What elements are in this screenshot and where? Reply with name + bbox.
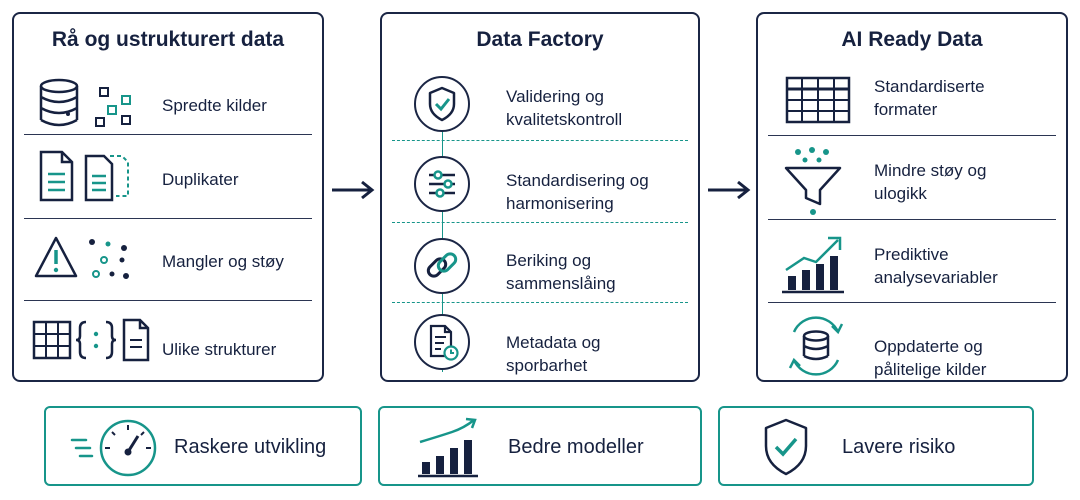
table-icon bbox=[785, 76, 851, 124]
item-label-line2: ulogikk bbox=[874, 184, 927, 203]
step-circle bbox=[414, 238, 470, 294]
document-clock-icon bbox=[429, 324, 459, 361]
step-label-line1: Standardisering og bbox=[506, 171, 649, 190]
step-circle bbox=[414, 76, 470, 132]
divider bbox=[24, 300, 312, 301]
divider bbox=[392, 222, 688, 223]
divider bbox=[392, 140, 688, 141]
list-item: Duplikater bbox=[14, 138, 322, 218]
funnel-icon bbox=[784, 147, 842, 215]
data-factory-panel: Data Factory Validering og kvalitetskont… bbox=[380, 12, 700, 382]
divider bbox=[24, 134, 312, 135]
item-label-line1: Mindre støy og bbox=[874, 161, 987, 180]
process-step: Validering og kvalitetskontroll bbox=[382, 66, 698, 146]
step-label-line2: harmonisering bbox=[506, 194, 614, 213]
list-item: Mindre støy og ulogikk bbox=[758, 138, 1066, 218]
structures-icon bbox=[32, 318, 150, 362]
divider bbox=[768, 219, 1056, 220]
item-label-line2: pålitelige kilder bbox=[874, 360, 987, 379]
growth-chart-icon bbox=[418, 417, 478, 478]
raw-data-panel: Rå og ustrukturert data Spredte kilder D… bbox=[12, 12, 324, 382]
item-label-line2: analysevariabler bbox=[874, 268, 998, 287]
list-item: Ulike strukturer bbox=[14, 302, 322, 382]
item-label: Ulike strukturer bbox=[162, 340, 277, 359]
step-label-line2: sammenslåing bbox=[506, 274, 616, 293]
shield-check-icon bbox=[428, 86, 456, 122]
speedometer-icon bbox=[70, 419, 157, 477]
benefit-label: Lavere risiko bbox=[842, 436, 956, 458]
item-label: Spredte kilder bbox=[162, 96, 267, 115]
benefit-box: Bedre modeller bbox=[378, 406, 702, 486]
panel-title: Rå og ustrukturert data bbox=[51, 28, 285, 51]
process-step: Standardisering og harmonisering bbox=[382, 148, 698, 228]
database-icon bbox=[39, 78, 131, 127]
step-label-line2: sporbarhet bbox=[506, 356, 588, 375]
bar-chart-trend-icon bbox=[782, 236, 844, 294]
benefit-box: Raskere utvikling bbox=[44, 406, 362, 486]
step-circle bbox=[414, 156, 470, 212]
item-label: Duplikater bbox=[162, 170, 239, 189]
step-label-line1: Metadata og bbox=[506, 333, 601, 352]
list-item: Mangler og støy bbox=[14, 220, 322, 300]
panel-title: Data Factory bbox=[476, 28, 604, 51]
list-item: Standardiserte formater bbox=[758, 64, 1066, 144]
link-icon bbox=[426, 252, 458, 278]
ai-ready-data-panel: AI Ready Data Standardiserte formater Mi… bbox=[756, 12, 1068, 382]
item-label-line1: Standardiserte bbox=[874, 77, 985, 96]
process-step: Beriking og sammenslåing bbox=[382, 230, 698, 310]
item-label-line1: Prediktive bbox=[874, 245, 949, 264]
process-connector bbox=[442, 100, 443, 372]
sliders-icon bbox=[429, 170, 455, 198]
list-item: Oppdaterte og pålitelige kilder bbox=[758, 304, 1066, 384]
divider bbox=[768, 135, 1056, 136]
benefit-label: Bedre modeller bbox=[508, 436, 644, 458]
step-label-line1: Beriking og bbox=[506, 251, 592, 270]
duplicate-documents-icon bbox=[39, 150, 129, 202]
database-sync-icon bbox=[788, 316, 844, 376]
list-item: Prediktive analysevariabler bbox=[758, 222, 1066, 302]
divider bbox=[392, 302, 688, 303]
step-label-line1: Validering og bbox=[506, 87, 604, 106]
item-label: Mangler og støy bbox=[162, 252, 284, 271]
divider bbox=[768, 302, 1056, 303]
item-label-line1: Oppdaterte og bbox=[874, 337, 983, 356]
warning-icon bbox=[34, 236, 129, 279]
flow-arrow bbox=[332, 180, 375, 200]
step-circle bbox=[414, 314, 470, 370]
step-label-line2: kvalitetskontroll bbox=[506, 110, 623, 129]
divider bbox=[24, 218, 312, 219]
panel-title: AI Ready Data bbox=[841, 28, 983, 51]
flow-arrow bbox=[708, 180, 751, 200]
benefit-label: Raskere utvikling bbox=[174, 436, 327, 458]
list-item: Spredte kilder bbox=[14, 64, 322, 144]
benefit-box: Lavere risiko bbox=[718, 406, 1034, 486]
process-step: Metadata og sporbarhet bbox=[382, 308, 698, 388]
shield-check-icon bbox=[764, 418, 808, 476]
item-label-line2: formater bbox=[874, 100, 938, 119]
